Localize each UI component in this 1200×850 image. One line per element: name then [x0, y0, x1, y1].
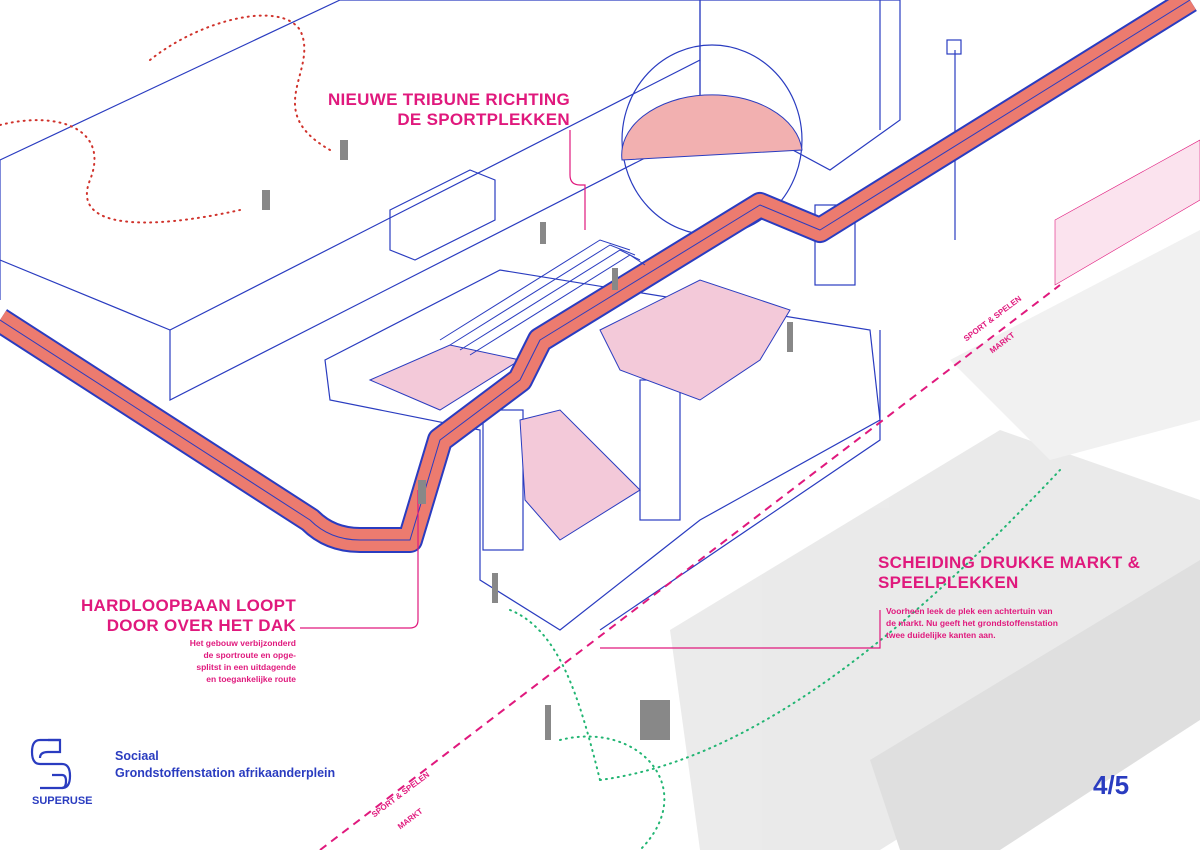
dome-section [621, 94, 803, 161]
market-photo [670, 230, 1200, 850]
tribune-steps [439, 239, 646, 356]
floor-areas [368, 279, 791, 541]
body-line: en toegankelijke route [206, 674, 296, 684]
hatched-area [1054, 139, 1200, 286]
scheiding-title-line2: SPEELPLEKKEN [878, 573, 1019, 592]
hardloopbaan-title-line1: HARDLOOPBAAN LOOPT [80, 596, 296, 615]
body-line: de markt. Nu geeft het grondstoffenstati… [886, 618, 1058, 628]
tribune-title-line1: NIEUWE TRIBUNE RICHTING [327, 90, 570, 109]
boundary-line [319, 284, 1061, 850]
body-line: twee duidelijke kanten aan. [886, 630, 996, 640]
scheiding-title-line1: SCHEIDING DRUKKE MARKT & [878, 553, 1141, 572]
page-number: 4/5 [1093, 770, 1130, 800]
hardloopbaan-annotation: HARDLOOPBAAN LOOPT DOOR OVER HET DAK [81, 596, 296, 636]
tribune-annotation: NIEUWE TRIBUNE RICHTING DE SPORTPLEKKEN [328, 90, 570, 130]
running-track [0, 0, 1197, 553]
leader-lines [300, 130, 881, 649]
people [262, 140, 793, 740]
scheiding-body: Voorheen leek de plek een achtertuin van… [886, 605, 1058, 641]
project-title: Sociaal Grondstoffenstation afrikaanderp… [115, 748, 335, 782]
scheiding-annotation: SCHEIDING DRUKKE MARKT & SPEELPLEKKEN [878, 553, 1140, 593]
superuse-logo-icon [30, 738, 72, 790]
body-line: splitst in een uitdagende [196, 662, 296, 672]
hardloopbaan-body: Het gebouw verbijzonderd de sportroute e… [190, 637, 296, 685]
movement-paths [0, 14, 1061, 850]
hardloopbaan-title-line2: DOOR OVER HET DAK [106, 616, 296, 635]
logo-text: SUPERUSE [32, 795, 93, 807]
project-title-line2: Grondstoffenstation afrikaanderplein [115, 766, 336, 780]
project-title-line1: Sociaal [115, 749, 159, 763]
body-line: Het gebouw verbijzonderd [189, 638, 296, 648]
tribune-title-line2: DE SPORTPLEKKEN [397, 110, 570, 129]
body-line: de sportroute en opge- [203, 650, 296, 660]
body-line: Voorheen leek de plek een achtertuin van [886, 606, 1053, 616]
